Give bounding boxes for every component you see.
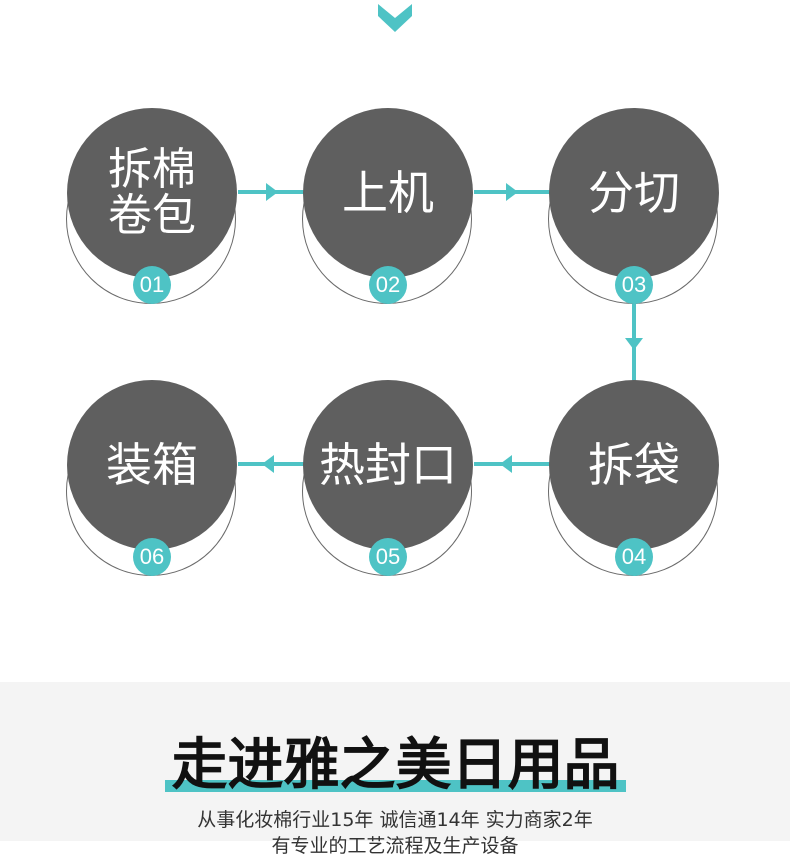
title-underline: [165, 780, 626, 792]
step-number-badge: 03: [615, 266, 653, 304]
step-number-badge: 02: [369, 266, 407, 304]
about-subtitle-line1: 从事化妆棉行业15年 诚信通14年 实力商家2年: [197, 809, 593, 831]
step-disc: 热封口: [303, 380, 473, 550]
step-number-badge: 06: [133, 538, 171, 576]
process-step-2: 上机 02: [302, 108, 474, 308]
arrow-right-icon: [266, 183, 278, 201]
arrow-down-icon: [625, 338, 643, 350]
step-disc: 装箱: [67, 380, 237, 550]
process-step-5: 热封口 05: [302, 380, 474, 580]
step-number-badge: 01: [133, 266, 171, 304]
step-label: 上机: [342, 166, 434, 220]
arrow-right-icon: [506, 183, 518, 201]
about-title: 走进雅之美日用品: [171, 733, 620, 798]
step-number-badge: 05: [369, 538, 407, 576]
step-label: 拆袋: [588, 438, 680, 492]
step-disc: 分切: [549, 108, 719, 278]
step-number-badge: 04: [615, 538, 653, 576]
chevron-down-icon: [378, 4, 412, 32]
connector-4-5: [474, 462, 550, 466]
process-step-6: 装箱 06: [66, 380, 238, 580]
about-title-block: 走进雅之美日用品: [165, 733, 626, 798]
about-section: 走进雅之美日用品 从事化妆棉行业15年 诚信通14年 实力商家2年 有专业的工艺…: [0, 682, 790, 857]
process-step-1: 拆棉卷包 01: [66, 108, 238, 308]
step-label: 拆棉卷包: [108, 144, 196, 241]
arrow-left-icon: [262, 455, 274, 473]
step-disc: 拆袋: [549, 380, 719, 550]
process-flow: 拆棉卷包 01 上机 02 分切 03 拆袋 04 热封口 05: [66, 108, 720, 580]
step-disc: 拆棉卷包: [67, 108, 237, 278]
step-label: 装箱: [106, 438, 198, 492]
process-step-4: 拆袋 04: [548, 380, 720, 580]
arrow-left-icon: [500, 455, 512, 473]
step-label: 热封口: [319, 438, 457, 492]
process-step-3: 分切 03: [548, 108, 720, 308]
step-disc: 上机: [303, 108, 473, 278]
step-label: 分切: [588, 166, 680, 220]
about-subtitle-line2: 有专业的工艺流程及生产设备: [271, 835, 519, 857]
